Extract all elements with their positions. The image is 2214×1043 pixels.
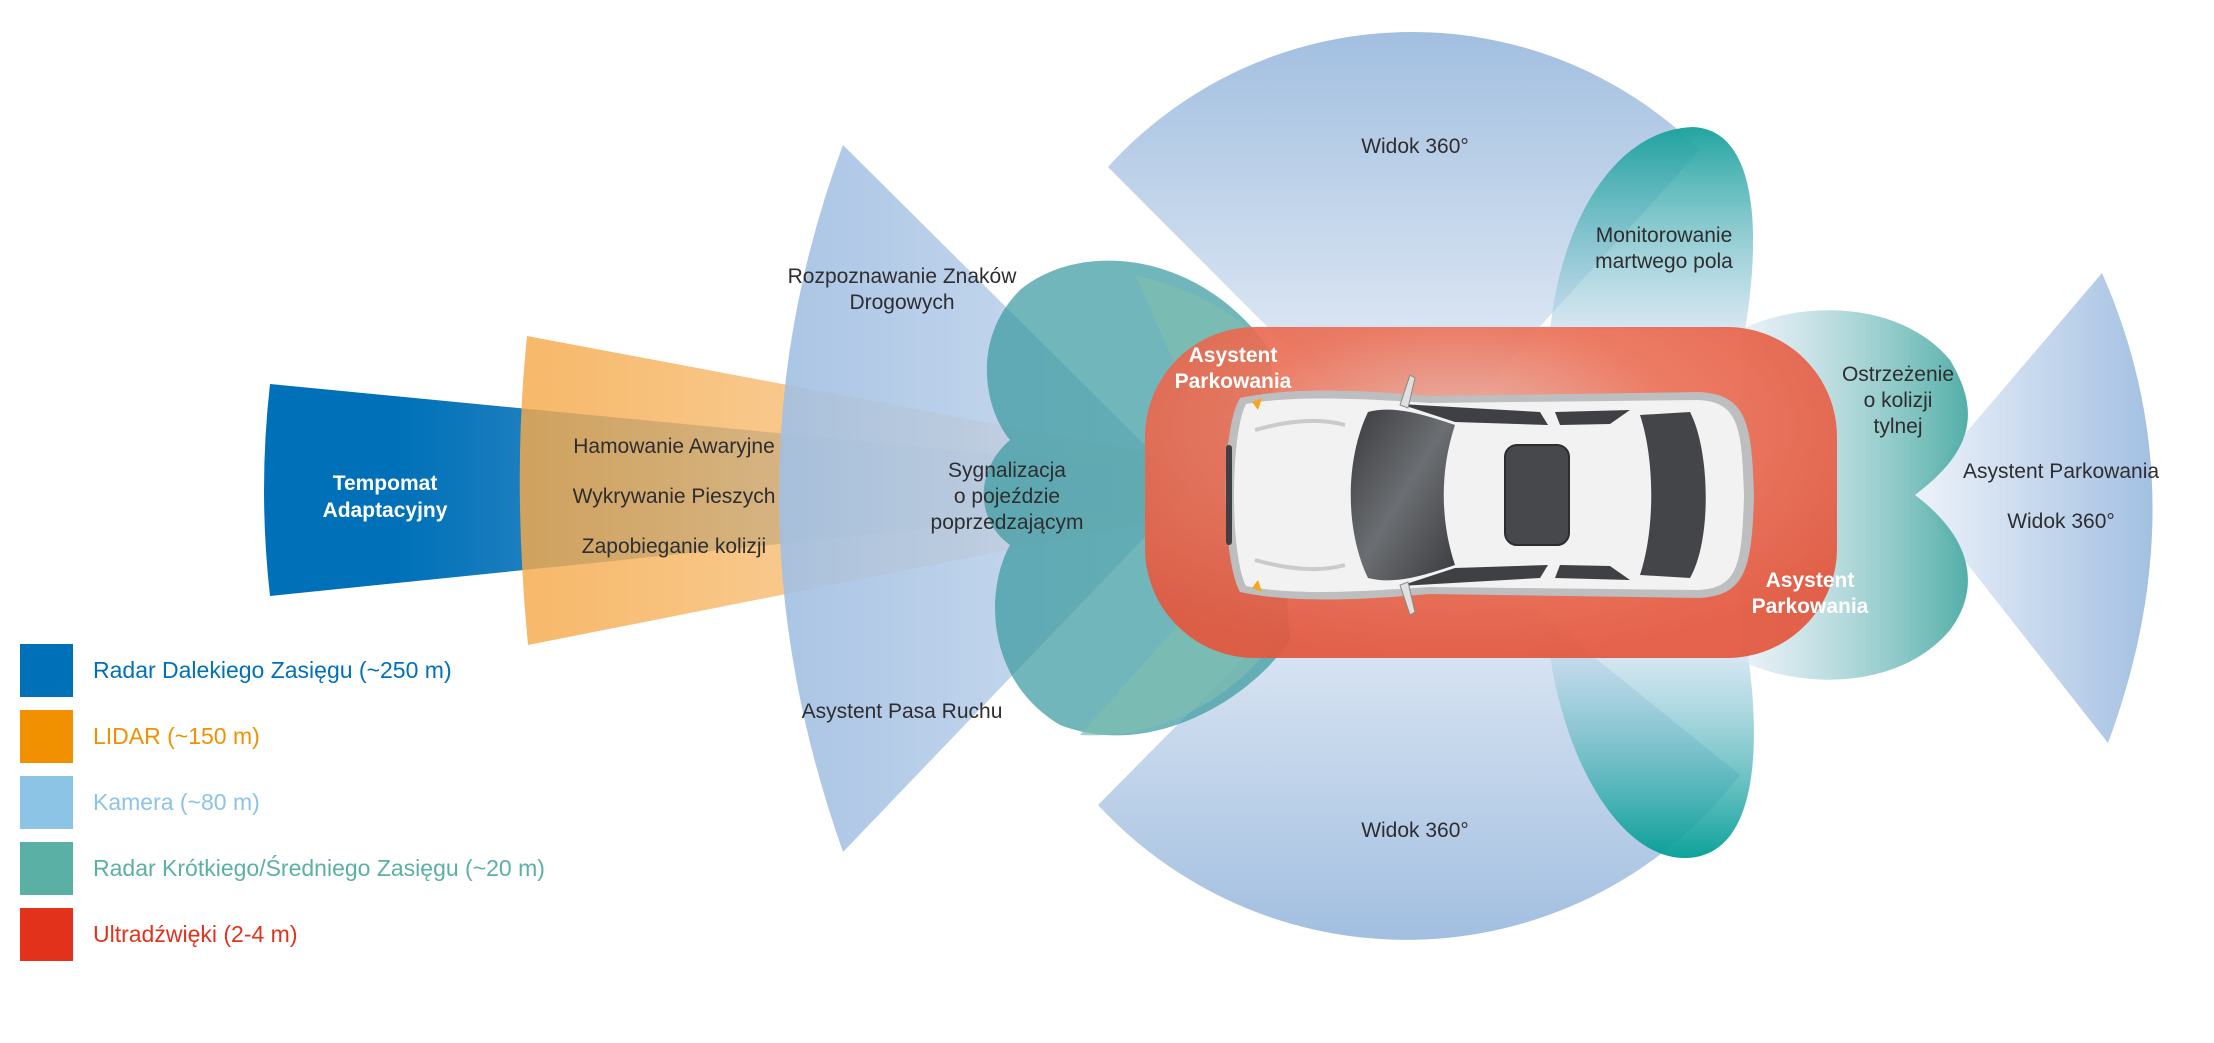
car-windshield bbox=[1350, 409, 1455, 581]
car-indicator-top-icon bbox=[1252, 398, 1262, 410]
legend-swatch bbox=[20, 644, 73, 697]
car-hood-line-bottom bbox=[1254, 558, 1346, 572]
label-cross-traffic: Sygnalizacja o pojeździe poprzedzającym bbox=[931, 459, 1084, 534]
car-sunroof bbox=[1504, 444, 1570, 546]
label-surround-top: Widok 360° bbox=[1361, 135, 1469, 158]
label-rear-collision-line1: Ostrzeżenie bbox=[1842, 363, 1954, 386]
legend: Radar Dalekiego Zasięgu (~250 m) LIDAR (… bbox=[20, 644, 545, 974]
label-traffic-sign-line1: Rozpoznawanie Znaków bbox=[788, 265, 1018, 288]
legend-item-long-range-radar: Radar Dalekiego Zasięgu (~250 m) bbox=[20, 644, 545, 697]
label-rear-surround: Widok 360° bbox=[2007, 510, 2115, 533]
legend-label: Radar Dalekiego Zasięgu (~250 m) bbox=[93, 657, 452, 683]
label-traffic-sign-line2: Drogowych bbox=[849, 291, 954, 314]
legend-label: Ultradźwięki (2-4 m) bbox=[93, 921, 298, 947]
label-park-assist-rear: Asystent Parkowania bbox=[1752, 569, 1869, 618]
label-cross-traffic-line3: poprzedzającym bbox=[931, 511, 1084, 534]
legend-item-short-mid-radar: Radar Krótkiego/Średniego Zasięgu (~20 m… bbox=[20, 842, 545, 895]
camera-surround-top-zone bbox=[1108, 31, 1700, 471]
label-acc: Tempomat Adaptacyjny bbox=[323, 472, 448, 522]
label-acc-line1: Tempomat bbox=[333, 472, 438, 495]
car-mirror-bottom bbox=[1399, 581, 1416, 616]
label-cross-traffic-line2: o pojeździe bbox=[954, 485, 1060, 508]
legend-item-lidar: LIDAR (~150 m) bbox=[20, 710, 545, 763]
camera-rear-zone bbox=[1913, 273, 2153, 743]
label-pedestrian-detection: Wykrywanie Pieszych bbox=[573, 485, 776, 508]
car-side-window-bottom bbox=[1400, 565, 1630, 586]
car-hood-line-top bbox=[1254, 418, 1346, 432]
legend-item-ultrasonic: Ultradźwięki (2-4 m) bbox=[20, 908, 545, 961]
legend-swatch bbox=[20, 710, 73, 763]
label-park-assist-front-line2: Parkowania bbox=[1175, 370, 1292, 393]
label-surround-bottom: Widok 360° bbox=[1361, 819, 1469, 842]
label-traffic-sign: Rozpoznawanie Znaków Drogowych bbox=[788, 265, 1018, 314]
label-rear-collision-line3: tylnej bbox=[1873, 415, 1922, 438]
label-rear-collision: Ostrzeżenie o kolizji tylnej bbox=[1842, 363, 1954, 438]
car-top-view bbox=[1225, 374, 1754, 616]
label-blind-spot: Monitorowanie martwego pola bbox=[1595, 224, 1733, 273]
label-lane-assist: Asystent Pasa Ruchu bbox=[802, 700, 1003, 723]
camera-surround-bottom-zone bbox=[1098, 500, 1740, 940]
car-mirror-top bbox=[1399, 374, 1416, 409]
legend-item-camera: Kamera (~80 m) bbox=[20, 776, 545, 829]
legend-label: LIDAR (~150 m) bbox=[93, 723, 260, 749]
label-rear-park-assist: Asystent Parkowania bbox=[1963, 460, 2159, 483]
label-blind-spot-line2: martwego pola bbox=[1595, 250, 1733, 273]
car-side-window-top bbox=[1400, 404, 1630, 425]
legend-swatch bbox=[20, 776, 73, 829]
legend-label: Radar Krótkiego/Średniego Zasięgu (~20 m… bbox=[93, 855, 545, 881]
label-emergency-braking: Hamowanie Awaryjne bbox=[573, 435, 775, 458]
label-collision-avoidance: Zapobieganie kolizji bbox=[582, 535, 766, 558]
label-park-assist-front: Asystent Parkowania bbox=[1175, 344, 1292, 393]
label-acc-line2: Adaptacyjny bbox=[323, 499, 448, 522]
blind-spot-bottom-lobe bbox=[1550, 655, 1754, 859]
label-blind-spot-line1: Monitorowanie bbox=[1596, 224, 1733, 247]
car-rear-window bbox=[1640, 412, 1706, 578]
car-indicator-bottom-icon bbox=[1252, 580, 1262, 592]
legend-swatch bbox=[20, 908, 73, 961]
label-cross-traffic-line1: Sygnalizacja bbox=[948, 459, 1066, 482]
label-park-assist-rear-line2: Parkowania bbox=[1752, 595, 1869, 618]
label-park-assist-rear-line1: Asystent bbox=[1766, 569, 1855, 592]
car-front-bumper bbox=[1226, 445, 1232, 545]
blind-spot-top-lobe bbox=[1550, 127, 1754, 330]
label-park-assist-front-line1: Asystent bbox=[1189, 344, 1278, 367]
label-rear-collision-line2: o kolizji bbox=[1864, 389, 1933, 412]
legend-label: Kamera (~80 m) bbox=[93, 789, 260, 815]
legend-swatch bbox=[20, 842, 73, 895]
